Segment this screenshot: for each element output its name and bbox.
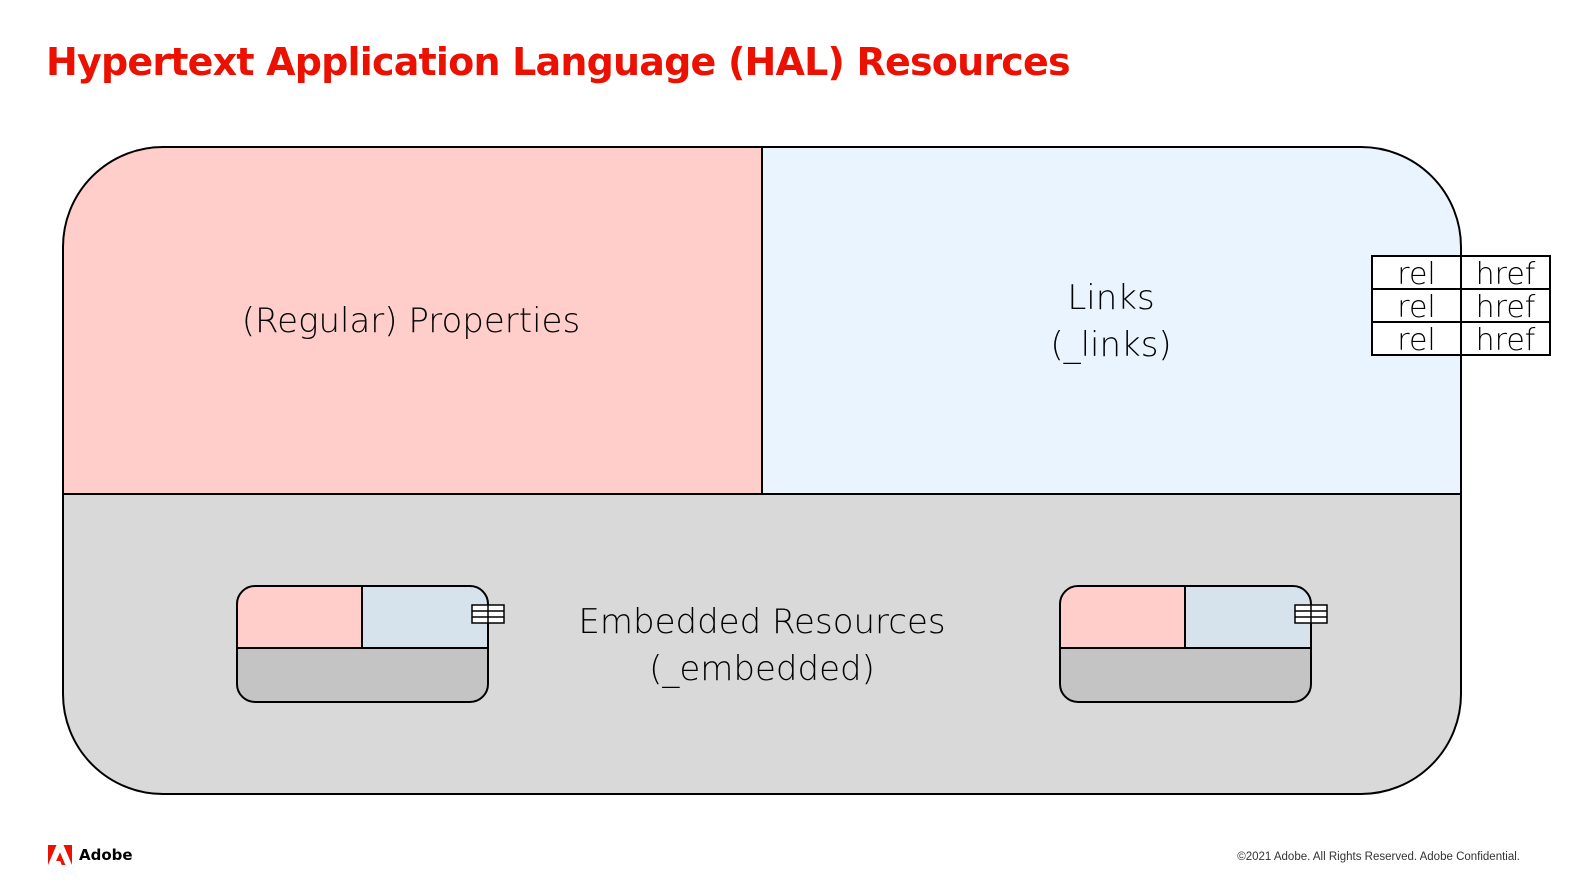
- slide-title: Hypertext Application Language (HAL) Res…: [46, 40, 1071, 84]
- hal-resource: [62, 146, 1462, 795]
- mini-link-table-icon: [471, 604, 505, 624]
- embedded-resource-1: [236, 585, 505, 703]
- embedded-label-line1: Embedded Resources: [578, 602, 945, 642]
- footer-copyright: ©2021 Adobe. All Rights Reserved. Adobe …: [1237, 851, 1520, 863]
- hal-resource-border: [62, 146, 1462, 795]
- link-rel-text: rel: [1397, 257, 1435, 292]
- embedded-resource-2-embedded: [1060, 648, 1311, 702]
- footer-logo: Adobe: [48, 845, 133, 865]
- link-rel-text: rel: [1397, 290, 1435, 325]
- link-href-cell: [1460, 255, 1551, 290]
- embedded-label-line2: (_embedded): [649, 649, 875, 689]
- link-href-text: href: [1476, 323, 1536, 358]
- properties-label: (Regular) Properties: [242, 301, 580, 341]
- links-section: [762, 147, 1461, 494]
- embedded-resource-2-links: [1185, 586, 1311, 648]
- link-href-cell: [1460, 288, 1551, 323]
- embedded-resource-2-properties: [1060, 586, 1185, 648]
- properties-section: [63, 147, 762, 494]
- links-label-line1: Links: [1067, 278, 1154, 318]
- embedded-resource-1-embedded: [237, 648, 488, 702]
- link-href-cell: [1460, 321, 1551, 356]
- embedded-resource-1-properties: [237, 586, 362, 648]
- link-href-text: href: [1476, 290, 1536, 325]
- links-label-line2: (_links): [1050, 325, 1171, 365]
- footer-logo-text: Adobe: [79, 846, 133, 864]
- link-rel-cell: [1371, 321, 1462, 356]
- link-href-text: href: [1476, 257, 1536, 292]
- link-rel-text: rel: [1397, 323, 1435, 358]
- embedded-resource-1-links: [362, 586, 488, 648]
- embedded-resource-2: [1059, 585, 1328, 703]
- mini-link-table-icon: [1294, 604, 1328, 624]
- link-table: rel href rel href rel href: [1371, 255, 1551, 358]
- link-rel-cell: [1371, 288, 1462, 323]
- link-rel-cell: [1371, 255, 1462, 290]
- adobe-logo-icon: [48, 845, 72, 865]
